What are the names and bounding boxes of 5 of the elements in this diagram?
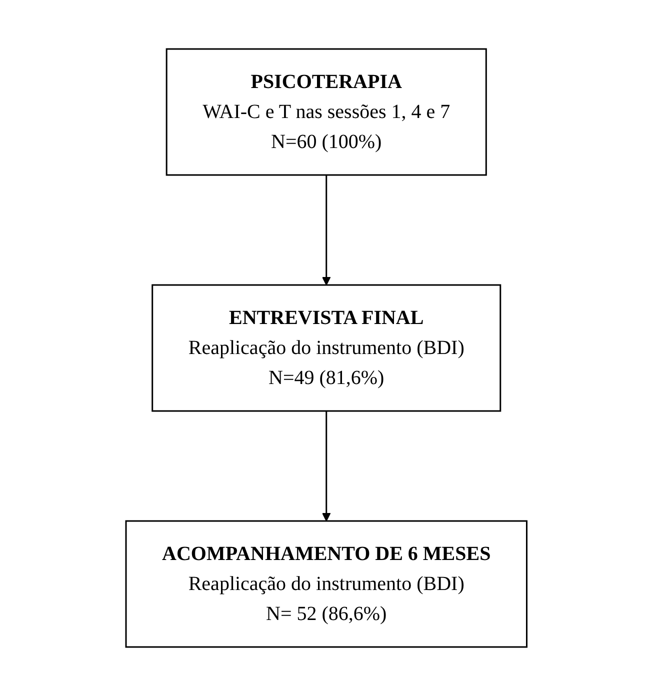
arrow [322, 174, 331, 285]
node-box: PSICOTERAPIA WAI-C e T nas sessões 1, 4 e 7 N=60 (100%) [166, 48, 488, 176]
node-box: ENTREVISTA FINAL Reaplicação do instrumento (BDI) N=49 (81,6%) [152, 284, 502, 412]
node-box: ACOMPANHAMENTO DE 6 MESES Reaplicação do instrumento (BDI) N= 52 (86,6%) [125, 520, 528, 648]
arrow [322, 410, 331, 521]
